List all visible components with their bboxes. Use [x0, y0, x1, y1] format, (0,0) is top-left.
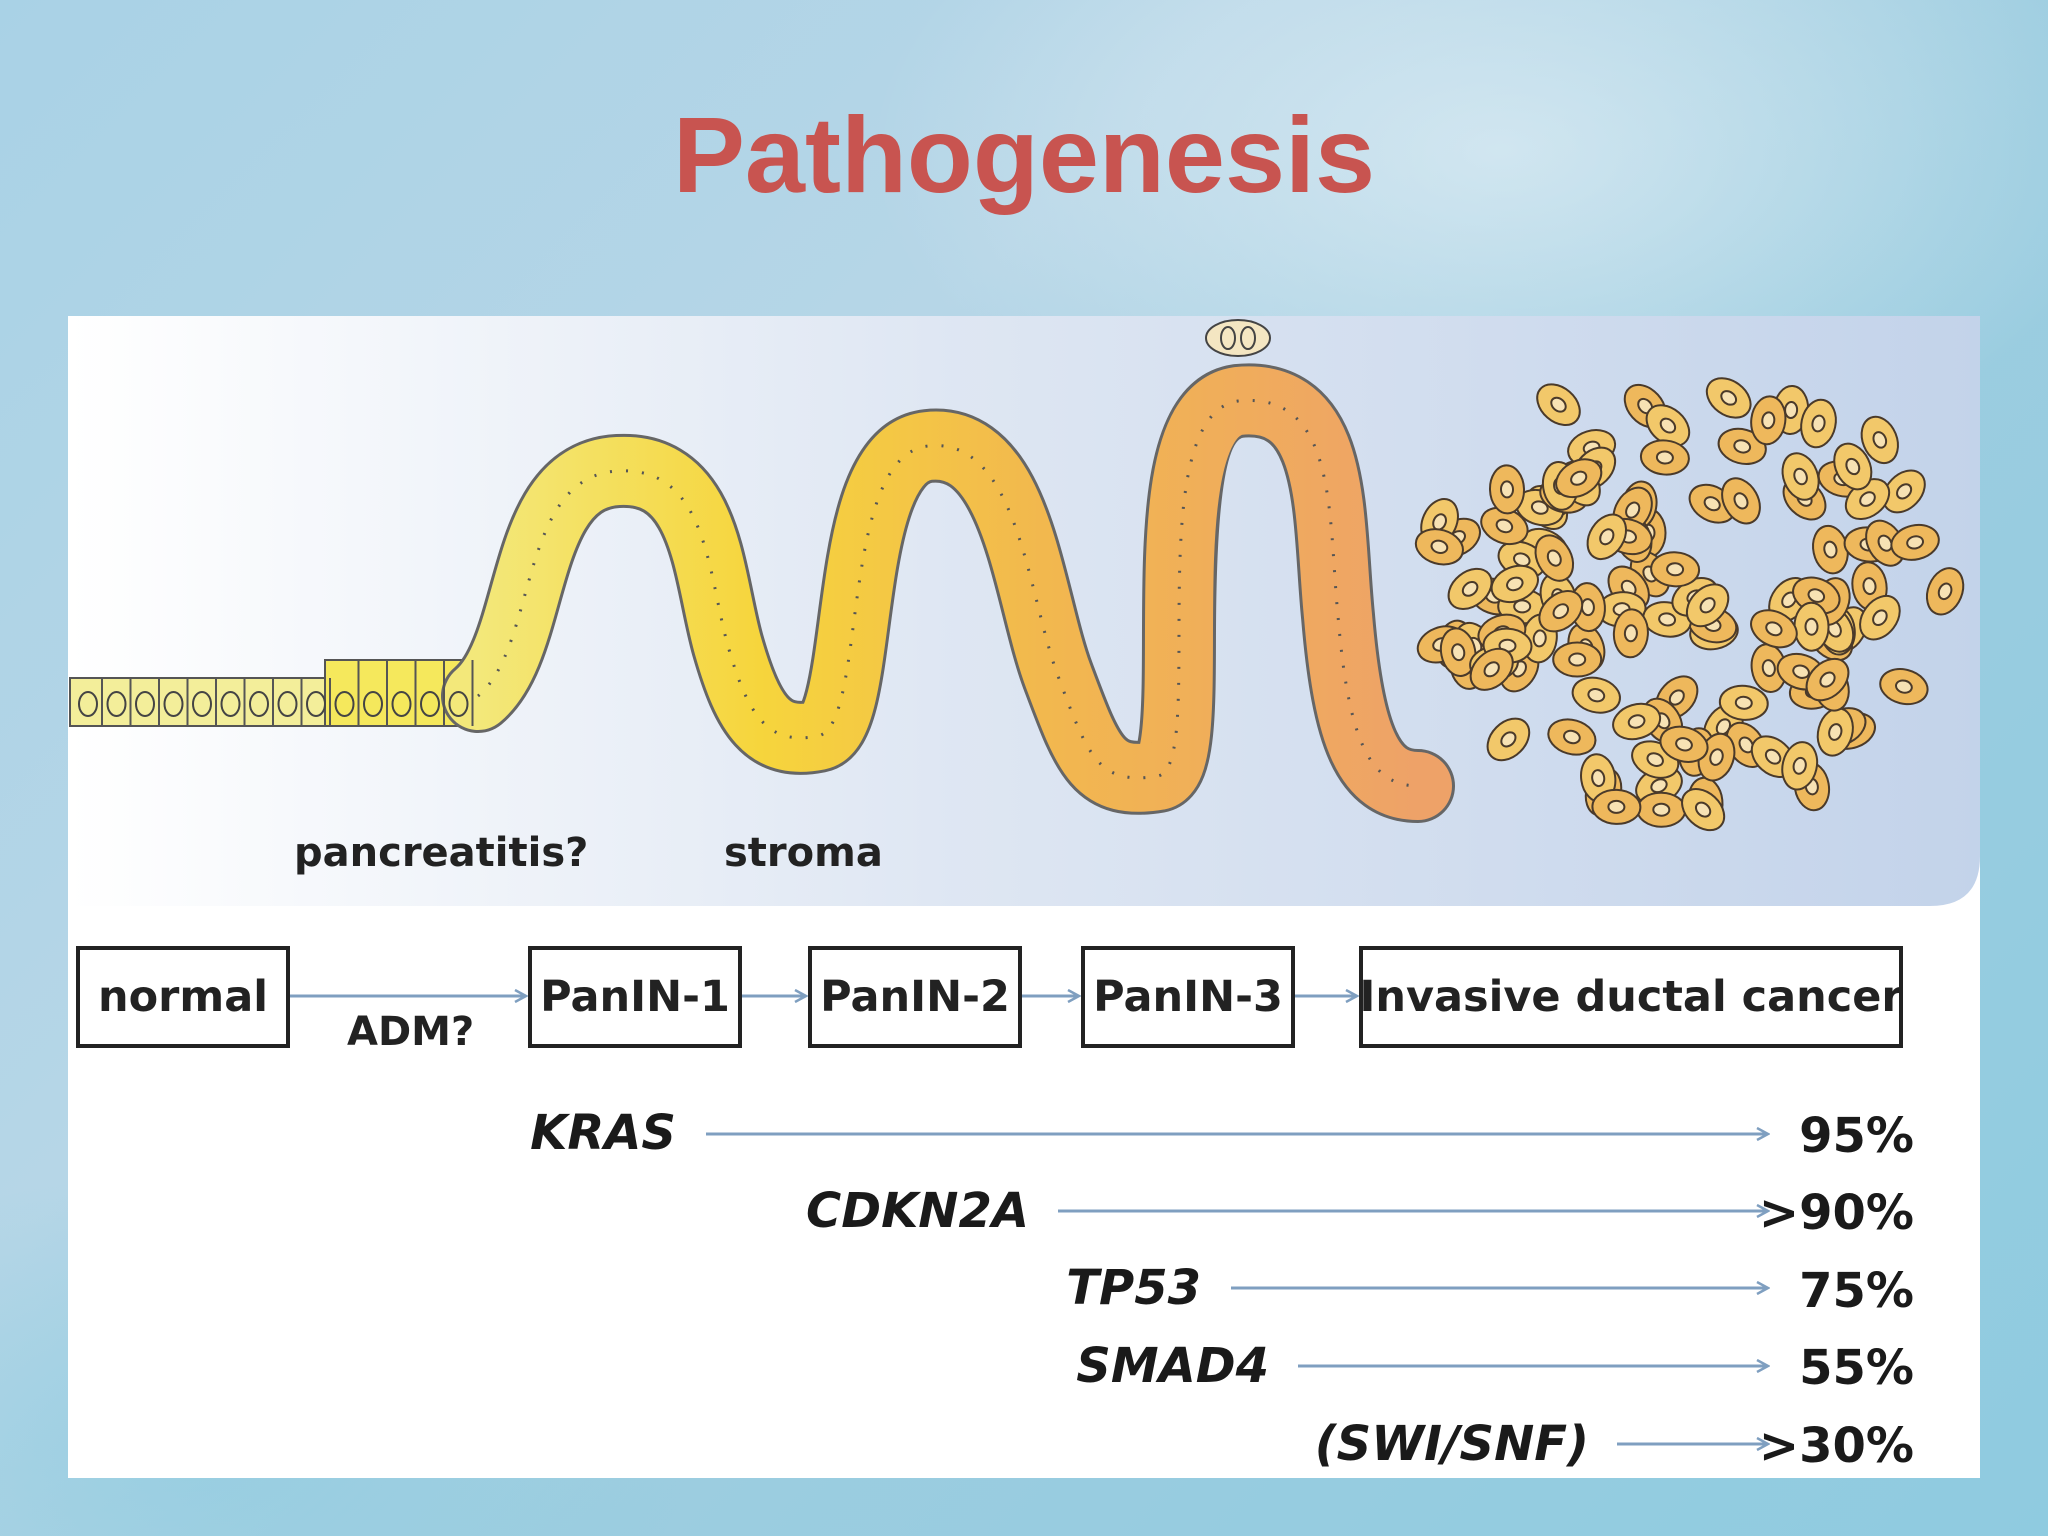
cancer-cell [1890, 523, 1940, 561]
nucleus [420, 691, 440, 717]
cancer-cell [1879, 668, 1929, 706]
cancer-cell [1750, 395, 1787, 446]
cancer-cell [1636, 791, 1687, 828]
cancer-cell [1555, 458, 1603, 499]
stage-panin-3: PanIN-3 [1081, 946, 1295, 1048]
adm-label: ADM? [347, 1009, 474, 1055]
cancer-cell [1717, 427, 1767, 465]
gene-label: KRAS [530, 1105, 676, 1161]
mutation-percent: 55% [1799, 1340, 1914, 1396]
nucleus [163, 691, 184, 717]
cancer-cell [1538, 590, 1584, 633]
cancer-cell [1800, 398, 1837, 449]
cancer-cell [1781, 741, 1819, 791]
nucleus [334, 691, 355, 717]
mutation-cdkn2a: CDKN2A >90% [806, 1183, 1914, 1241]
cancer-cell [1705, 377, 1752, 419]
cancer-cell [1718, 684, 1769, 721]
cancer-cell [1612, 608, 1649, 659]
stage-panin-2: PanIN-2 [808, 946, 1022, 1048]
cancer-cell [1859, 594, 1901, 641]
cancer-cell [1750, 609, 1798, 649]
nucleus [277, 691, 298, 717]
cancer-cell [1860, 415, 1899, 465]
cancer-cell [1882, 469, 1926, 514]
cancer-cell [1721, 477, 1761, 525]
cancer-cell [1480, 506, 1529, 546]
cancer-cell [1681, 788, 1726, 832]
gene-label: CDKN2A [806, 1183, 1029, 1239]
pathogenesis-figure: pancreatitis? stroma normal PanIN-1 PanI… [68, 316, 1980, 1474]
cancer-cell [1536, 383, 1581, 427]
gene-label: TP53 [1066, 1260, 1201, 1316]
nucleus [448, 691, 469, 717]
mutation-percent: >90% [1759, 1185, 1914, 1241]
cancer-cell [1793, 601, 1830, 652]
shed-cell-cluster [1205, 319, 1271, 357]
cancer-cell [1650, 551, 1701, 588]
pancreatitis-label: pancreatitis? [294, 830, 588, 876]
nucleus [306, 691, 326, 717]
cancer-cell [1812, 524, 1849, 575]
cancer-cell [1469, 647, 1514, 691]
gene-label: SMAD4 [1076, 1338, 1269, 1394]
nucleus [135, 691, 155, 717]
cancer-cell [1552, 641, 1603, 678]
nucleus [249, 691, 269, 717]
slide-title: Pathogenesis [672, 94, 1376, 215]
mutation-percent: 95% [1799, 1108, 1914, 1164]
cancer-cell [1591, 788, 1642, 825]
nucleus [106, 691, 127, 717]
cancer-cell [1447, 567, 1493, 610]
nucleus [363, 691, 383, 717]
mutation-percent: >30% [1759, 1418, 1914, 1474]
cancer-cell [1659, 725, 1709, 763]
mutation-percent: 75% [1799, 1263, 1914, 1319]
cancer-cell [1781, 452, 1820, 501]
stage-label: Invasive ductal cancer [1359, 972, 1903, 1022]
cancer-cell [1685, 583, 1730, 628]
stage-panin-1: PanIN-1 [528, 946, 742, 1048]
cancer-cell [1488, 464, 1526, 515]
stroma-label: stroma [724, 830, 883, 876]
stage-label: PanIN-1 [540, 972, 730, 1022]
cancer-cell [1750, 643, 1788, 693]
cancer-cell [1547, 718, 1597, 756]
nucleus [220, 691, 241, 717]
figure-panel: pancreatitis? stroma normal PanIN-1 PanI… [68, 316, 1980, 1478]
mutation-tp53: TP53 75% [1066, 1260, 1914, 1319]
mutation-swi-snf: (SWI/SNF) >30% [1315, 1416, 1914, 1474]
mutation-kras: KRAS 95% [530, 1105, 1914, 1164]
stage-normal: normal [76, 946, 290, 1048]
cancer-cell [1439, 627, 1477, 677]
cancer-cell [1414, 528, 1464, 566]
cancer-cell [1586, 513, 1628, 561]
cancer-cell [1612, 702, 1662, 741]
nucleus [78, 691, 98, 717]
nucleus [391, 691, 412, 717]
cancer-cell [1925, 567, 1965, 616]
mutation-smad4: SMAD4 55% [1076, 1338, 1914, 1396]
nucleus [192, 691, 212, 717]
cancer-cell [1534, 534, 1575, 582]
duct-epithelium [69, 363, 1455, 823]
stage-invasive-cancer: Invasive ductal cancer [1359, 946, 1903, 1048]
stage-label: normal [98, 972, 268, 1022]
cancer-cell [1639, 439, 1690, 476]
cancer-cell [1645, 404, 1691, 447]
gene-label: (SWI/SNF) [1315, 1416, 1589, 1472]
invasive-cell-mass [1414, 377, 1965, 832]
cancer-cell [1805, 657, 1850, 702]
cancer-cell [1833, 442, 1873, 491]
stage-label: PanIN-2 [820, 972, 1010, 1022]
cancer-cell [1571, 676, 1621, 714]
cancer-cell [1486, 717, 1531, 762]
stage-label: PanIN-3 [1093, 972, 1283, 1022]
nuclei [78, 660, 474, 726]
